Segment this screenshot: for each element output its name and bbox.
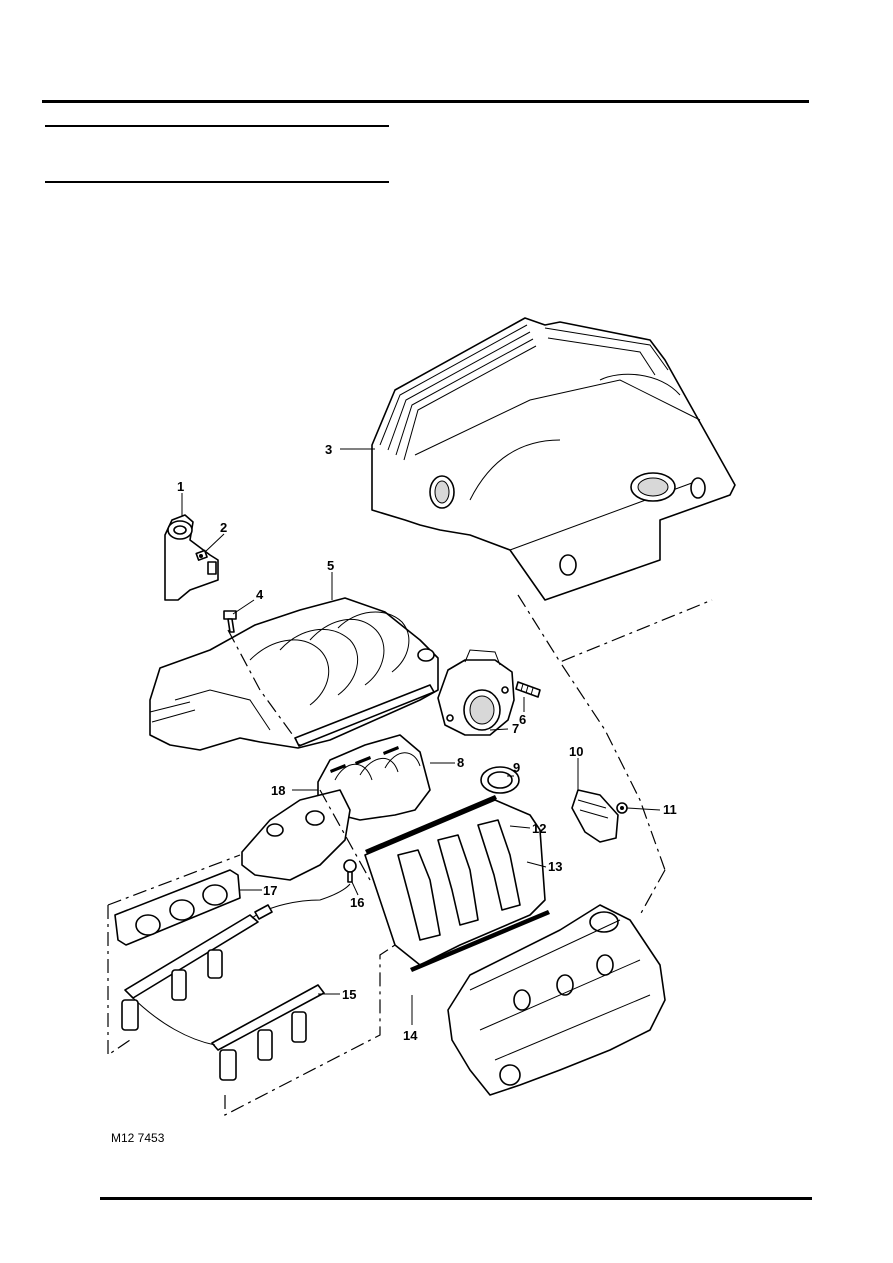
callout-3: 3 [325,442,332,457]
leader-lines [181,448,661,1025]
header-rule-top [42,100,809,103]
header-rule-section-upper [45,125,389,127]
sensor-clip-part [616,802,628,814]
throttle-gasket-part [480,766,520,794]
fuel-rail-part [121,883,351,1081]
figure-reference: M12 7453 [111,1131,165,1145]
engine-cover-part [371,317,736,601]
lower-intake-manifold-part [364,795,550,972]
manifold-bolt-part [223,610,237,633]
exhaust-gasket-part [114,869,241,946]
callout-1: 1 [177,479,184,494]
callout-14: 14 [403,1028,418,1043]
callout-17: 17 [263,883,277,898]
callout-4: 4 [256,587,264,602]
callouts: 1 2 3 4 5 6 7 8 9 10 11 12 13 14 15 16 1… [177,442,677,1043]
header-rule-section-lower [45,181,389,183]
callout-10: 10 [569,744,583,759]
callout-12: 12 [532,821,546,836]
callout-18: 18 [271,783,285,798]
callout-13: 13 [548,859,562,874]
callout-9: 9 [513,760,520,775]
footer-rule [100,1197,812,1200]
assembly-lines [107,594,713,1116]
bracket-bolt-part [195,549,208,561]
sensor-part [571,789,619,843]
fuel-rail-stud-part [343,859,357,883]
callout-7: 7 [512,721,519,736]
exhaust-manifold-part [241,789,351,881]
callout-15: 15 [342,987,356,1002]
bracket-part [164,514,219,601]
lower-manifold-part [317,734,431,821]
callout-8: 8 [457,755,464,770]
callout-11: 11 [663,802,677,817]
throttle-body-part [437,649,515,736]
callout-6: 6 [519,712,526,727]
upper-intake-manifold-part [149,597,439,751]
cylinder-head-part [447,904,666,1096]
throttle-body-bolt-part [515,681,541,698]
callout-2: 2 [220,520,227,535]
callout-16: 16 [350,895,364,910]
callout-5: 5 [327,558,334,573]
